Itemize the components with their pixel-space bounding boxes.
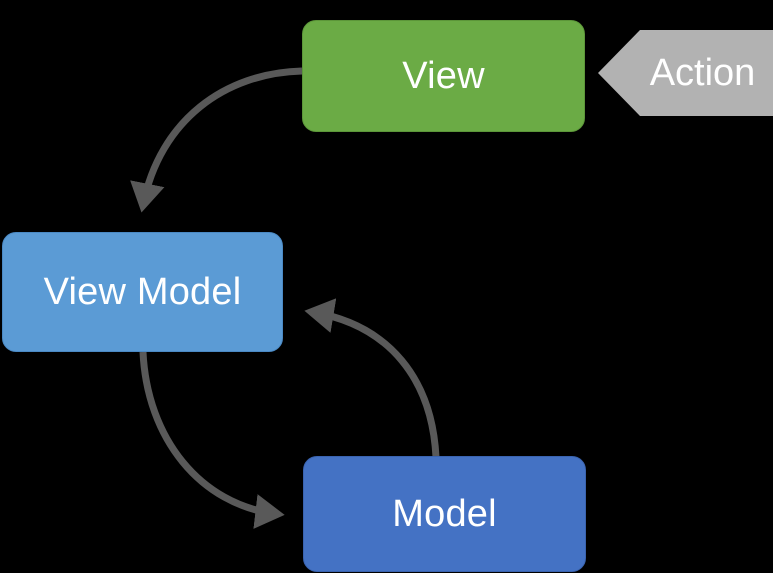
- node-model[interactable]: Model: [303, 456, 586, 572]
- node-action[interactable]: Action: [598, 30, 773, 116]
- connector-view-to-view-model: [130, 67, 303, 213]
- node-view[interactable]: View: [302, 20, 585, 132]
- node-action-label: Action: [649, 51, 756, 94]
- node-view-model[interactable]: View Model: [2, 232, 283, 352]
- node-view-model-label: View Model: [43, 270, 242, 313]
- node-view-label: View: [402, 54, 485, 97]
- connector-view-model-to-model: [139, 351, 285, 529]
- node-model-label: Model: [392, 492, 497, 535]
- connector-model-to-view-model: [304, 298, 440, 458]
